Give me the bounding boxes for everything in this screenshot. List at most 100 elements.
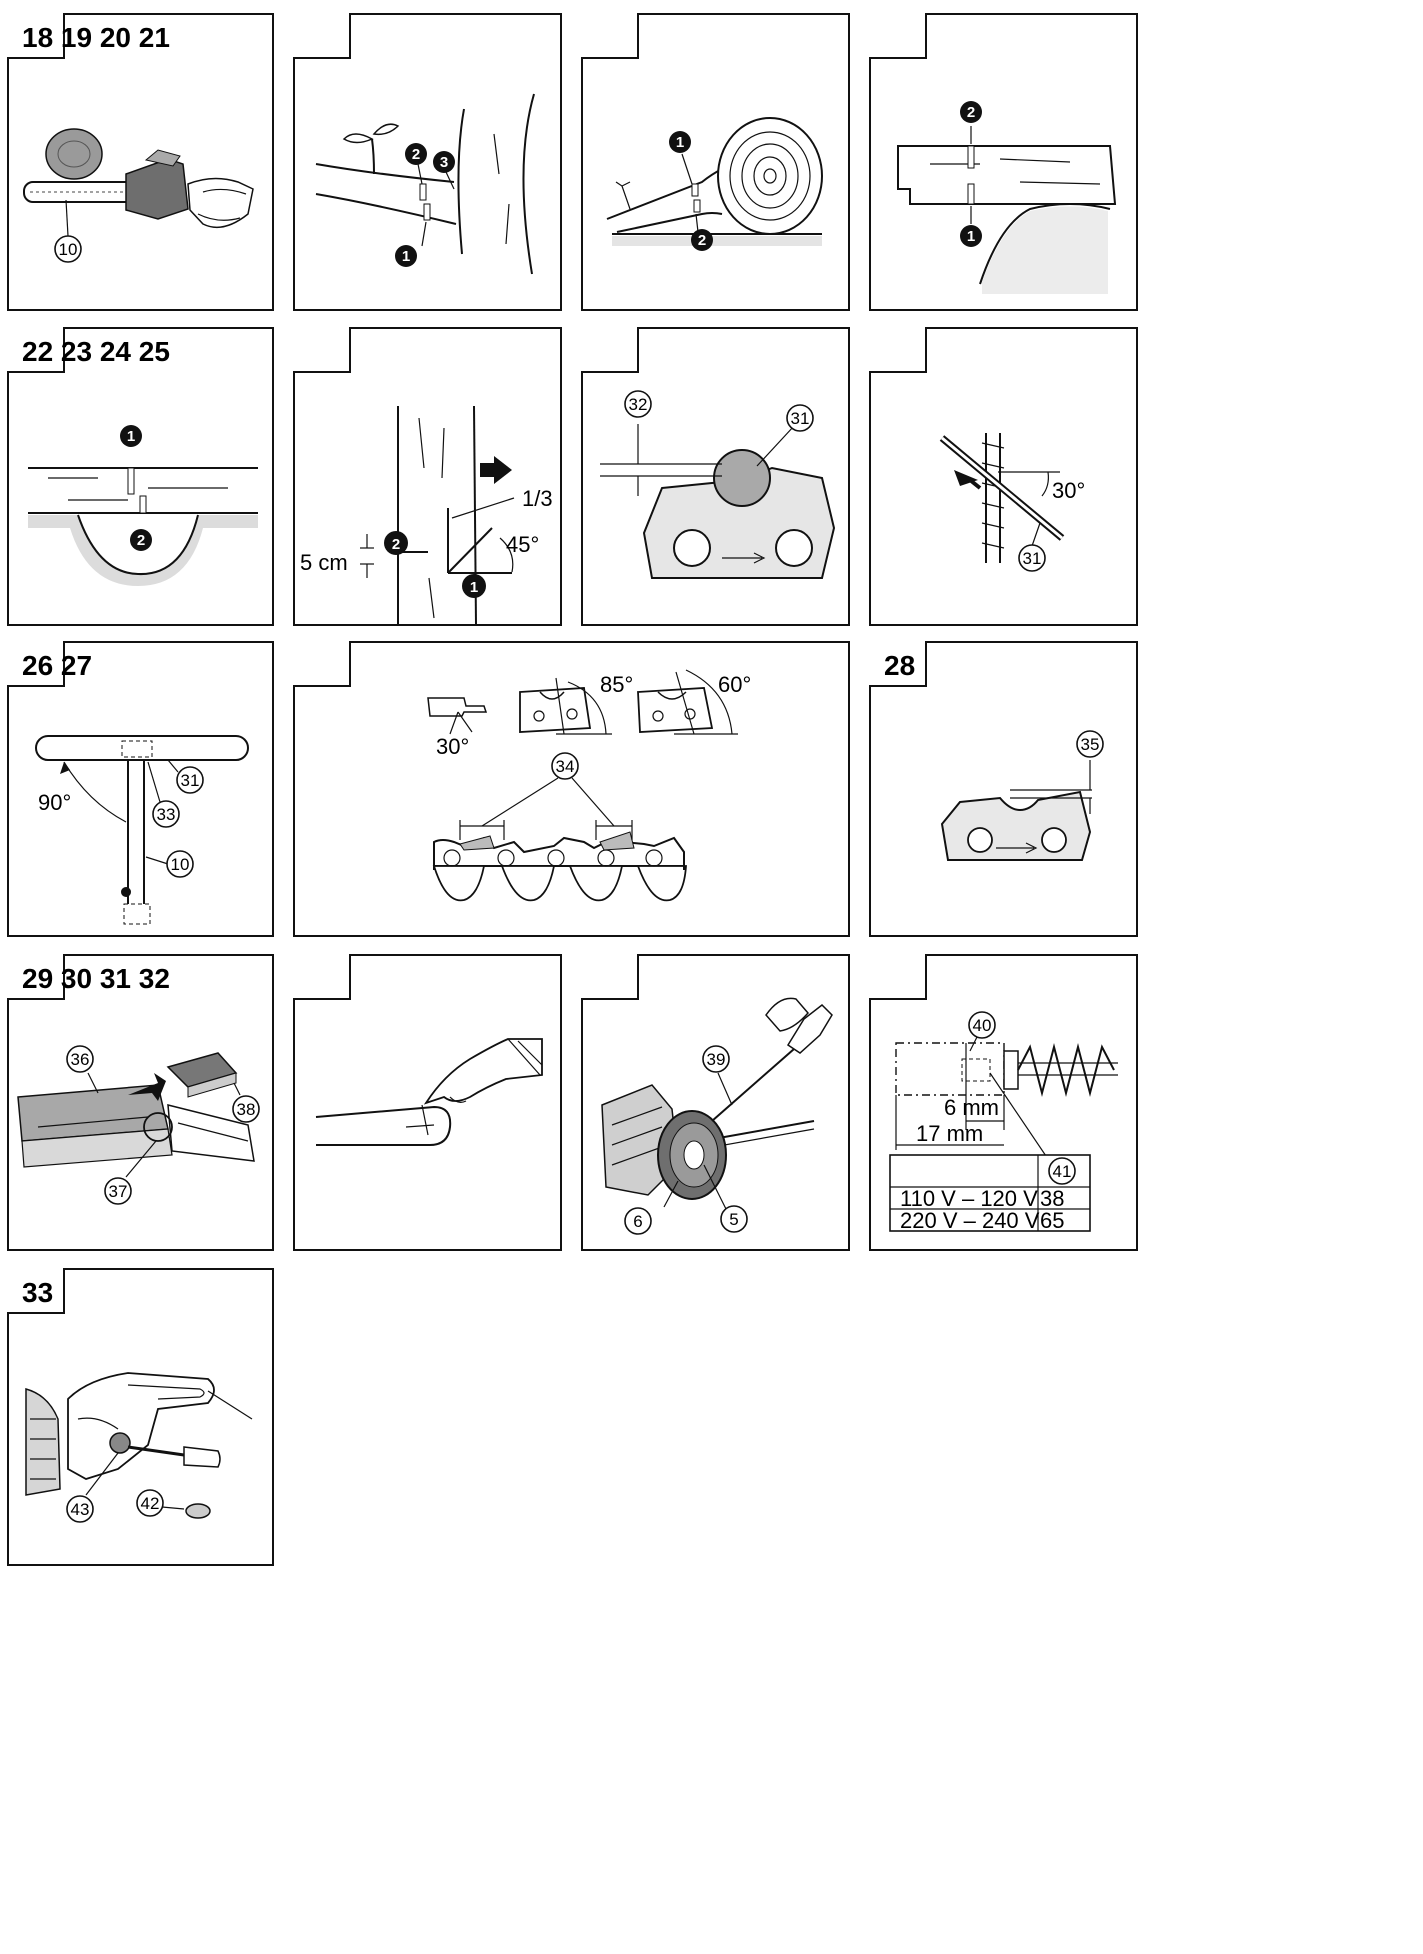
label-30-deg: 30° [1052,478,1085,503]
svg-text:39: 39 [707,1050,726,1069]
svg-text:1: 1 [676,134,684,151]
callout-10: 10 [166,850,194,878]
panel-21-markers: 2 1 [960,101,982,247]
group-label-33: 33 [22,1277,54,1308]
panel-18: 10 18 19 20 21 [7,13,274,311]
label-85-deg: 85° [600,672,633,697]
panel-30 [293,954,562,1251]
marker-2: 2 [130,529,152,551]
label-5cm: 5 cm [300,550,348,575]
marker-1: 1 [669,131,691,153]
svg-text:6: 6 [633,1212,642,1231]
panel-24-drawing [581,327,850,626]
callout-39: 39 [702,1045,730,1073]
panel-31: 39 6 5 [581,954,850,1251]
panel-19-drawing [293,13,562,311]
panel-19-markers: 2 3 1 [395,143,455,267]
panel-28: 35 28 [869,641,1138,937]
marker-2: 2 [960,101,982,123]
label-6mm: 6 mm [944,1095,999,1120]
callout-35: 35 [1076,730,1104,758]
label-45-deg: 45° [506,532,539,557]
callout-40: 40 [968,1011,996,1039]
svg-text:41: 41 [1053,1162,1072,1181]
svg-text:33: 33 [157,805,176,824]
chainsaw-drawing [23,128,254,237]
panel-24-callouts: 32 31 [624,390,814,432]
group-label-22-25: 22 23 24 25 [22,336,170,367]
panel-27-drawing [293,641,850,937]
callout-38: 38 [232,1095,260,1123]
group-label-26-27: 26 27 [22,650,93,681]
panel-28-drawing [869,641,1138,937]
callout-36: 36 [66,1045,94,1073]
callout-37: 37 [104,1177,132,1205]
panel-20-drawing [581,13,850,311]
panel-20: 1 2 [581,13,850,311]
svg-text:43: 43 [71,1500,90,1519]
panel-31-labels: 39 6 5 [624,1045,748,1235]
svg-text:38: 38 [237,1100,256,1119]
callout-34: 34 [551,752,579,780]
panel-29-drawing [7,954,274,1251]
panel-28-labels: 35 [1076,730,1104,758]
panel-27: 30° 85° 60° 34 [293,641,850,937]
brush-table-row-2-value: 65 [1040,1208,1064,1233]
callout-10: 10 [54,235,82,263]
callout-31: 31 [176,766,204,794]
panel-23-labels: 5 cm 1/3 45° 2 1 [300,486,553,598]
svg-text:40: 40 [973,1016,992,1035]
svg-text:5: 5 [729,1210,738,1229]
panel-21-drawing [869,13,1138,311]
label-17mm: 17 mm [916,1121,983,1146]
callout-31: 31 [1018,544,1046,572]
panel-31-drawing [581,954,850,1251]
brush-table-row-1-voltage: 110 V – 120 V [900,1186,1038,1211]
svg-text:37: 37 [109,1182,128,1201]
callout-5: 5 [720,1205,748,1233]
panel-25-labels: 30° 31 [1018,478,1085,572]
marker-1: 1 [120,425,142,447]
panel-30-drawing [293,954,562,1251]
svg-text:1: 1 [967,228,975,245]
panel-32: 40 6 mm 17 mm 41 110 V – 120 V 38 220 V … [869,954,1138,1251]
svg-text:31: 31 [1023,549,1042,568]
callout-43: 43 [66,1495,94,1523]
panel-21: 2 1 [869,13,1138,311]
svg-text:34: 34 [556,757,575,776]
panel-22: 1 2 22 23 24 25 [7,327,274,626]
svg-text:31: 31 [181,771,200,790]
panel-19: 2 3 1 [293,13,562,311]
callout-42: 42 [136,1489,164,1517]
svg-text:36: 36 [71,1050,90,1069]
panel-25-drawing [869,327,1138,626]
svg-text:1: 1 [402,248,410,265]
svg-text:1: 1 [127,428,135,445]
marker-2: 2 [405,143,427,165]
panel-24: 32 31 [581,327,850,626]
panel-33-drawing [7,1268,274,1566]
panel-20-markers: 1 2 [669,131,713,251]
label-60-deg: 60° [718,672,751,697]
svg-text:2: 2 [137,532,145,549]
panel-29: 36 38 37 29 30 31 32 [7,954,274,1251]
callout-32: 32 [624,390,652,418]
marker-1: 1 [462,574,486,598]
panel-22-drawing [7,327,274,626]
callout-6: 6 [624,1207,652,1235]
panel-27-labels: 30° 85° 60° 34 [436,672,751,780]
panel-23: 5 cm 1/3 45° 2 1 [293,327,562,626]
svg-text:2: 2 [392,536,400,553]
group-label-28: 28 [884,650,916,681]
marker-3: 3 [433,151,455,173]
panel-26-drawing [7,641,274,937]
brush-table-row-2-voltage: 220 V – 240 V [900,1208,1040,1233]
label-90-deg: 90° [38,790,71,815]
svg-text:3: 3 [440,154,448,171]
panel-26-labels: 90° 31 33 10 [38,766,204,878]
marker-1: 1 [960,225,982,247]
svg-text:2: 2 [698,232,706,249]
svg-text:10: 10 [171,855,190,874]
svg-text:2: 2 [412,146,420,163]
svg-text:32: 32 [629,395,648,414]
